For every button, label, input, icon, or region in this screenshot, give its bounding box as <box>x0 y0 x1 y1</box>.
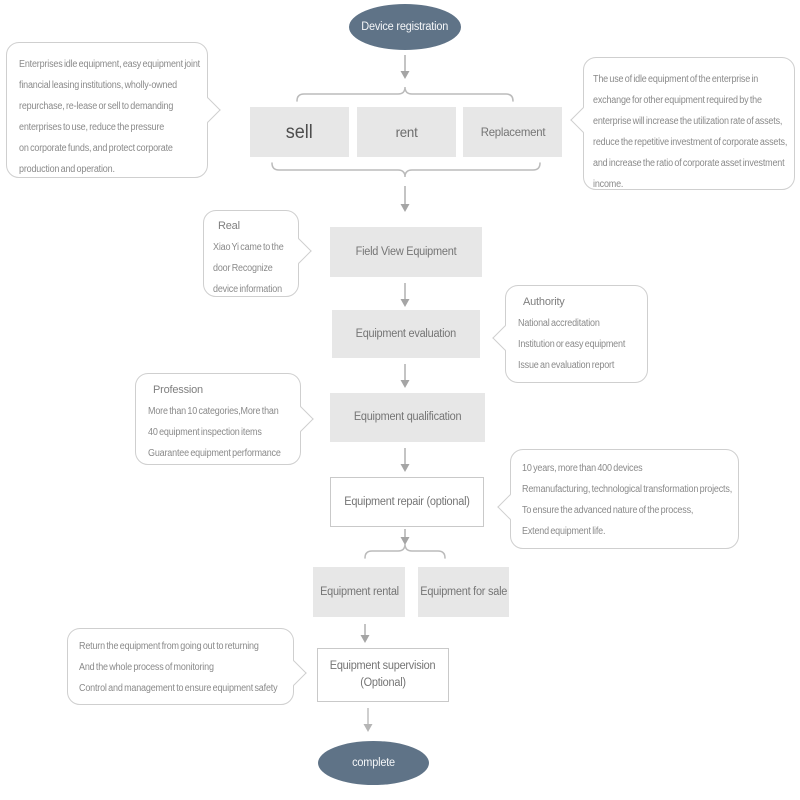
note-line: enterprises to use, reduce the pressure <box>19 122 165 133</box>
callout-pointer-left <box>492 325 518 351</box>
output-for-sale-label: Equipment for sale <box>420 585 507 598</box>
end-node: complete <box>318 741 429 785</box>
note-line: Xiao Yi came to the <box>213 242 284 253</box>
arrow-rental-to-supervision <box>360 624 370 643</box>
step-supervision: Equipment supervision (Optional) <box>317 648 449 702</box>
callout-pointer-right <box>286 238 312 264</box>
note-line: Guarantee equipment performance <box>148 448 281 459</box>
arrow-fieldview-to-evaluation <box>400 283 410 307</box>
callout-repair-note: 10 years, more than 400 devices Remanufa… <box>497 449 739 549</box>
note-line: reduce the repetitive investment of corp… <box>593 137 788 148</box>
step-qualification: Equipment qualification <box>330 393 485 442</box>
brace-branches-top <box>296 86 514 102</box>
note-line: Control and management to ensure equipme… <box>79 683 278 694</box>
step-field-view-label: Field View Equipment <box>355 245 457 258</box>
arrow-supervision-to-complete <box>363 708 373 732</box>
note-line: Enterprises idle equipment, easy equipme… <box>19 59 200 70</box>
note-line: 40 equipment inspection items <box>148 427 262 438</box>
step-repair: Equipment repair (optional) <box>330 477 484 527</box>
arrow-evaluation-to-qualification <box>400 364 410 388</box>
callout-supervision-note: Return the equipment from going out to r… <box>67 628 307 705</box>
output-rental: Equipment rental <box>313 567 405 617</box>
step-supervision-label-line1: Equipment supervision <box>330 660 436 672</box>
callout-real: Real Xiao Yi came to the door Recognize … <box>203 210 312 297</box>
end-node-label: complete <box>352 757 395 769</box>
arrow-qualification-to-repair <box>400 448 410 472</box>
output-rental-label: Equipment rental <box>319 585 399 598</box>
note-line: repurchase, re-lease or sell to demandin… <box>19 101 174 112</box>
note-line: To ensure the advanced nature of the pro… <box>522 505 694 516</box>
note-line: financial leasing institutions, wholly-o… <box>19 80 177 91</box>
callout-pointer-right <box>195 97 221 123</box>
start-node: Device registration <box>349 4 461 50</box>
callout-pointer-right <box>288 406 314 432</box>
step-evaluation: Equipment evaluation <box>332 310 480 358</box>
branch-sell-label: sell <box>285 121 314 143</box>
branch-replacement: Replacement <box>463 107 562 157</box>
step-evaluation-label: Equipment evaluation <box>355 327 457 340</box>
callout-authority: Authority National accreditation Institu… <box>492 285 648 383</box>
note-line: exchange for other equipment required by… <box>593 95 762 106</box>
note-line: income. <box>593 179 624 190</box>
arrow-start-to-branches <box>400 55 410 79</box>
note-line: on corporate funds, and protect corporat… <box>19 143 173 154</box>
callout-pointer-left <box>570 107 596 133</box>
note-line: production and operation. <box>19 164 115 175</box>
note-line: door Recognize <box>213 263 273 274</box>
note-line: The use of idle equipment of the enterpr… <box>593 74 759 85</box>
branch-sell: sell <box>250 107 349 157</box>
callout-sell-note: Enterprises idle equipment, easy equipme… <box>6 42 221 178</box>
arrow-repair-to-outputs <box>400 529 410 545</box>
note-line: Remanufacturing, technological transform… <box>522 484 733 495</box>
callout-pointer-left <box>497 494 523 520</box>
note-line: Return the equipment from going out to r… <box>79 641 259 652</box>
step-qualification-label: Equipment qualification <box>353 411 462 423</box>
note-line: And the whole process of monitoring <box>79 662 214 673</box>
callout-replacement-note: The use of idle equipment of the enterpr… <box>570 57 795 190</box>
note-line: National accreditation <box>518 318 600 329</box>
brace-outputs-top <box>364 543 446 559</box>
branch-rent-label: rent <box>395 123 418 140</box>
note-line: Extend equipment life. <box>522 526 606 537</box>
step-supervision-label-line2: (Optional) <box>360 677 406 689</box>
note-line: and increase the ratio of corporate asse… <box>593 158 785 169</box>
note-line: device information <box>213 284 282 295</box>
start-node-label: Device registration <box>361 21 449 33</box>
note-title: Authority <box>523 296 565 308</box>
note-line: enterprise will increase the utilization… <box>593 116 783 127</box>
step-repair-label: Equipment repair (optional) <box>344 495 470 508</box>
branch-rent: rent <box>357 107 456 157</box>
note-line: 10 years, more than 400 devices <box>522 463 643 474</box>
branch-replacement-label: Replacement <box>480 124 545 139</box>
note-line: Institution or easy equipment <box>518 339 626 350</box>
callout-pointer-right <box>281 660 307 686</box>
step-field-view: Field View Equipment <box>330 227 482 277</box>
brace-branches-bottom <box>271 162 541 178</box>
note-title: Profession <box>153 384 203 396</box>
note-title: Real <box>218 220 240 232</box>
output-for-sale: Equipment for sale <box>418 567 509 617</box>
note-line: More than 10 categories,More than <box>148 406 279 417</box>
note-line: Issue an evaluation report <box>518 360 615 371</box>
arrow-branches-to-fieldview <box>400 186 410 212</box>
callout-profession: Profession More than 10 categories,More … <box>135 373 314 465</box>
